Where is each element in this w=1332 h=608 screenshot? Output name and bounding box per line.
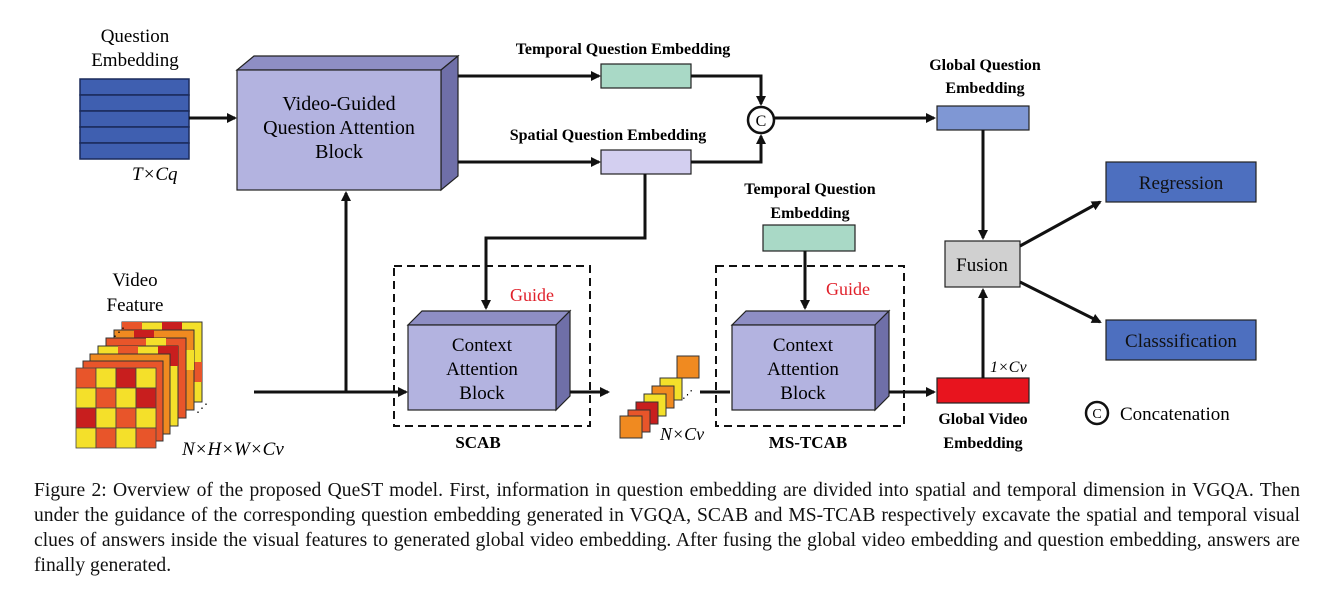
fusion-box xyxy=(944,240,1021,288)
vgqa-label-1: Video-Guided xyxy=(282,93,395,115)
temporal-question-label-mid-1: Temporal Question xyxy=(744,181,876,198)
arrow-spatial-to-concat xyxy=(691,134,766,164)
regression-box xyxy=(1105,161,1257,203)
svg-text:⋰: ⋰ xyxy=(682,389,693,401)
mstcab-context-block xyxy=(730,309,891,412)
temporal-question-label-top: Temporal Question Embedding xyxy=(516,41,731,58)
global-question-embedding xyxy=(936,105,1030,131)
regression-label: Regression xyxy=(1139,173,1224,194)
video-dim-label: N×H×W×Cv xyxy=(181,439,284,460)
scab-context-block xyxy=(406,309,572,412)
gve-dim-label: 1×Cv xyxy=(990,359,1027,376)
video-feature-label-1: Video xyxy=(112,270,157,291)
concat-symbol: C xyxy=(756,113,767,130)
spatial-question-embedding xyxy=(600,149,692,175)
mstcab-block-label-1: Context xyxy=(773,335,834,356)
global-question-label-1: Global Question xyxy=(929,57,1041,74)
mstcab-label: MS-TCAB xyxy=(769,433,847,452)
arrow-fusion-to-regression xyxy=(1019,200,1102,248)
global-question-label-2: Embedding xyxy=(945,80,1024,97)
scab-block-label-2: Attention xyxy=(446,359,518,380)
arrow-fusion-to-classification xyxy=(1019,280,1102,324)
vgqa-label-3: Block xyxy=(315,141,363,163)
question-dim-label: T×Cq xyxy=(132,164,178,185)
video-feature-cube-stack: ⋰ ⋰ xyxy=(75,321,208,449)
scab-block-label-1: Context xyxy=(452,335,513,356)
legend-concat-symbol: C xyxy=(1092,407,1101,422)
arrow-spatial-to-scab xyxy=(481,174,647,310)
temporal-question-label-mid-2: Embedding xyxy=(770,205,849,222)
guide-label-scab: Guide xyxy=(510,285,554,305)
svg-text:⋰: ⋰ xyxy=(113,325,125,339)
temporal-question-embedding-mid xyxy=(762,224,856,252)
scab-label: SCAB xyxy=(455,433,500,452)
figure-caption: Figure 2: Overview of the proposed QueST… xyxy=(34,480,1300,576)
concat-circle xyxy=(746,105,776,135)
classification-box xyxy=(1105,319,1257,361)
arrow-temporal-to-concat xyxy=(691,74,766,106)
question-embedding-stack xyxy=(79,78,190,160)
scab-dashed-box xyxy=(393,265,591,427)
question-embedding-label-1: Question xyxy=(101,26,170,47)
mid-feature-stack: ⋰ xyxy=(619,355,700,439)
global-video-embedding xyxy=(936,377,1030,404)
gve-label-2: Embedding xyxy=(943,435,1022,452)
mstcab-block-label-3: Block xyxy=(780,383,826,404)
mstcab-dashed-box xyxy=(715,265,905,427)
mstcab-block-label-2: Attention xyxy=(767,359,839,380)
vgqa-label-2: Question Attention xyxy=(263,117,415,139)
spatial-question-label: Spatial Question Embedding xyxy=(510,127,707,144)
gve-label-1: Global Video xyxy=(938,411,1027,428)
legend-concat-circle xyxy=(1084,400,1110,426)
fusion-label: Fusion xyxy=(956,255,1008,276)
legend-concat-text: Concatenation xyxy=(1120,404,1230,425)
mid-dim-label: N×Cv xyxy=(659,424,704,444)
scab-block-label-3: Block xyxy=(459,383,505,404)
temporal-question-embedding-top xyxy=(600,63,692,89)
svg-text:⋰: ⋰ xyxy=(196,401,208,415)
qust-architecture-diagram: Question Embedding T×Cq Video-Guided Que… xyxy=(75,26,1257,460)
classification-label: Classsification xyxy=(1125,331,1237,352)
vgqa-block xyxy=(235,54,460,192)
guide-label-mstcab: Guide xyxy=(826,279,870,299)
question-embedding-label-2: Embedding xyxy=(91,50,179,71)
video-feature-label-2: Feature xyxy=(107,295,164,316)
